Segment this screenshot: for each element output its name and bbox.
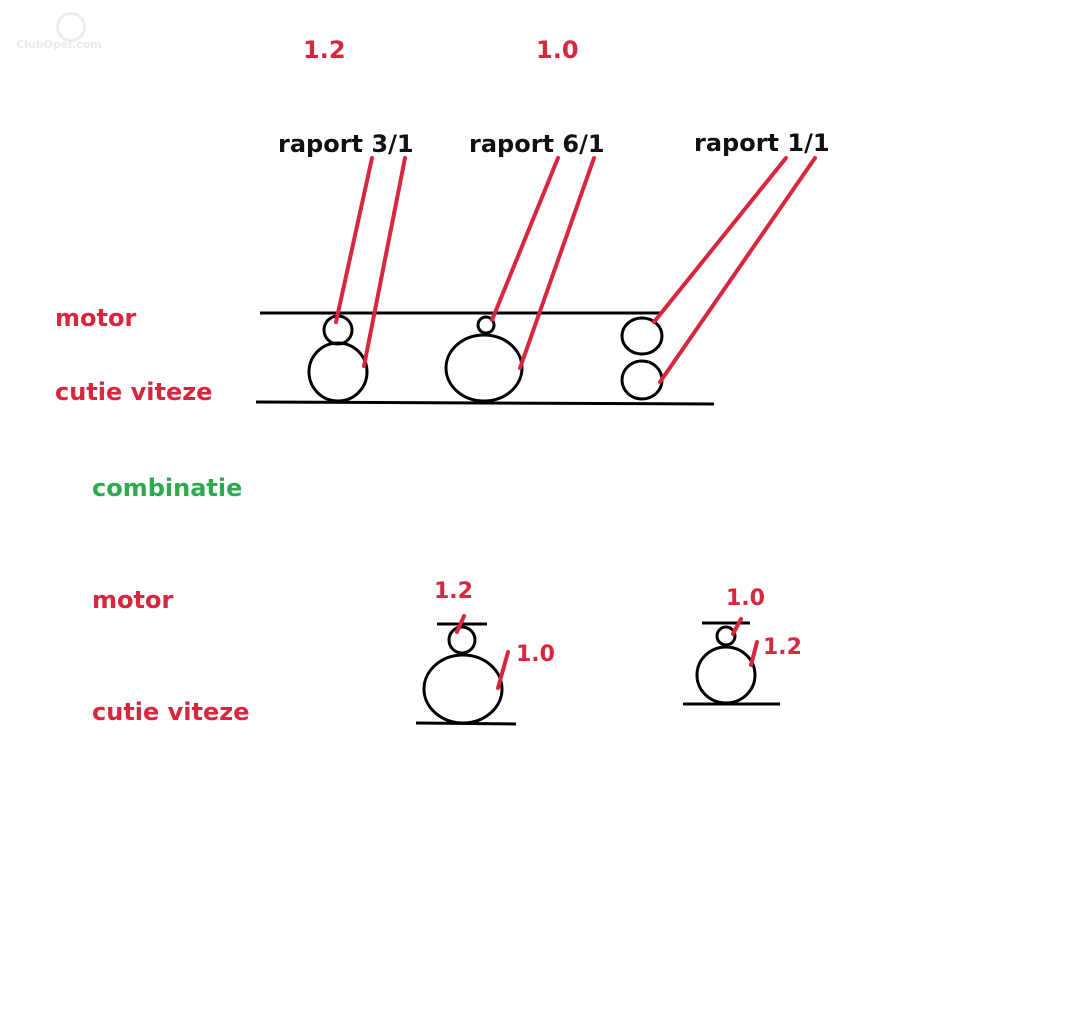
combo2-leaders bbox=[731, 617, 759, 667]
combo1-motor-gear bbox=[447, 625, 477, 655]
ratio-leader-lines bbox=[334, 156, 817, 384]
ratio-label-3-1: raport 3/1 bbox=[278, 130, 414, 158]
ratio-label-6-1: raport 6/1 bbox=[469, 130, 605, 158]
combo2-leader-top bbox=[731, 617, 743, 636]
top-value-left: 1.2 bbox=[303, 36, 346, 64]
gear-1-1-gearbox bbox=[620, 359, 664, 401]
gearbox-shaft-line bbox=[255, 400, 715, 406]
row-label-motor: motor bbox=[55, 304, 137, 332]
combo1-leader-bottom bbox=[496, 650, 510, 690]
watermark-text: ClubOpel.com bbox=[16, 38, 102, 51]
leader-1-1-b bbox=[658, 156, 817, 384]
leader-6-1-a bbox=[490, 156, 560, 322]
combo2-leader-bottom bbox=[749, 640, 759, 667]
ratio-label-1-1: raport 1/1 bbox=[694, 129, 830, 157]
leader-6-1-b bbox=[518, 156, 596, 370]
gear-6-1-gearbox bbox=[444, 333, 524, 403]
leader-3-1-b bbox=[362, 156, 407, 368]
leader-3-1-a bbox=[334, 156, 374, 324]
combo2-gearbox-gear bbox=[695, 645, 757, 705]
combo1-gearbox-gear bbox=[422, 653, 504, 725]
watermark: ClubOpel.com bbox=[16, 12, 116, 52]
combo1-leaders bbox=[455, 614, 510, 690]
gear-1-1-motor bbox=[620, 316, 664, 356]
row-label-gearbox: cutie viteze bbox=[55, 378, 213, 406]
combo2-motor-gear bbox=[715, 625, 737, 647]
combo1-top-value: 1.2 bbox=[434, 579, 473, 604]
combo2-top-value: 1.0 bbox=[726, 586, 765, 611]
combo2-bottom-value: 1.2 bbox=[763, 635, 802, 660]
gear-6-1-motor bbox=[476, 315, 496, 335]
combo-label-gearbox: cutie viteze bbox=[92, 698, 250, 726]
combo1-leader-top bbox=[455, 614, 466, 634]
gear-3-1-gearbox bbox=[307, 341, 369, 403]
section-title: combinatie bbox=[92, 474, 243, 502]
opel-logo-icon bbox=[56, 12, 86, 42]
leader-1-1-a bbox=[652, 156, 788, 324]
combo1-gearbox-shaft bbox=[415, 721, 517, 726]
combo1-bottom-value: 1.0 bbox=[516, 642, 555, 667]
top-value-right: 1.0 bbox=[536, 36, 579, 64]
combo-label-motor: motor bbox=[92, 586, 174, 614]
